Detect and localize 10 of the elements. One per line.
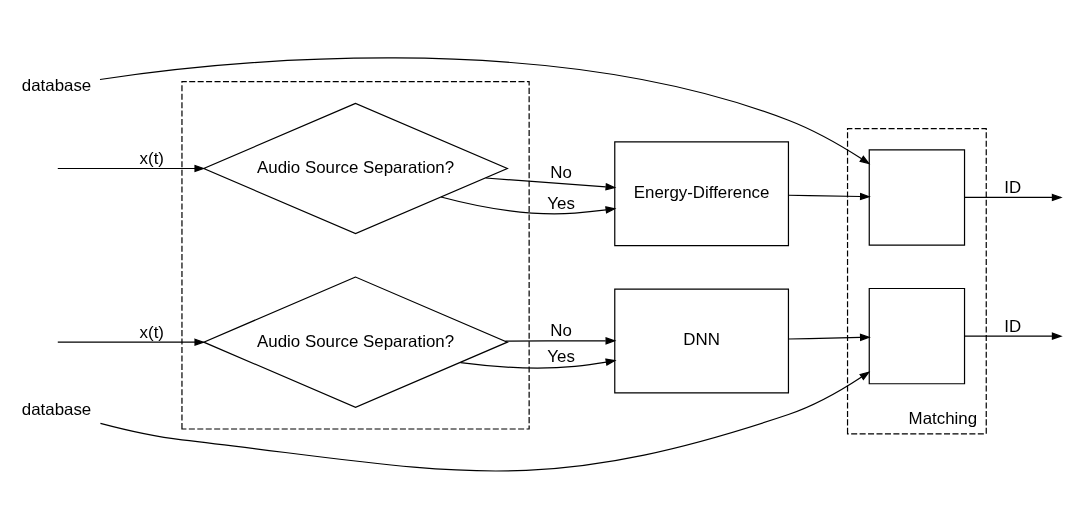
edge-label: No (550, 321, 572, 341)
edge-label: x(t) (139, 322, 164, 342)
edge-label: Yes (547, 346, 575, 366)
edge-label: ID (1004, 177, 1022, 197)
edge-label: Yes (547, 193, 575, 213)
edge-label: x(t) (139, 148, 164, 168)
node-text: database (21, 400, 92, 420)
edge-label: ID (1004, 316, 1022, 336)
edge-label: No (550, 163, 572, 183)
node-text: database (21, 75, 92, 95)
